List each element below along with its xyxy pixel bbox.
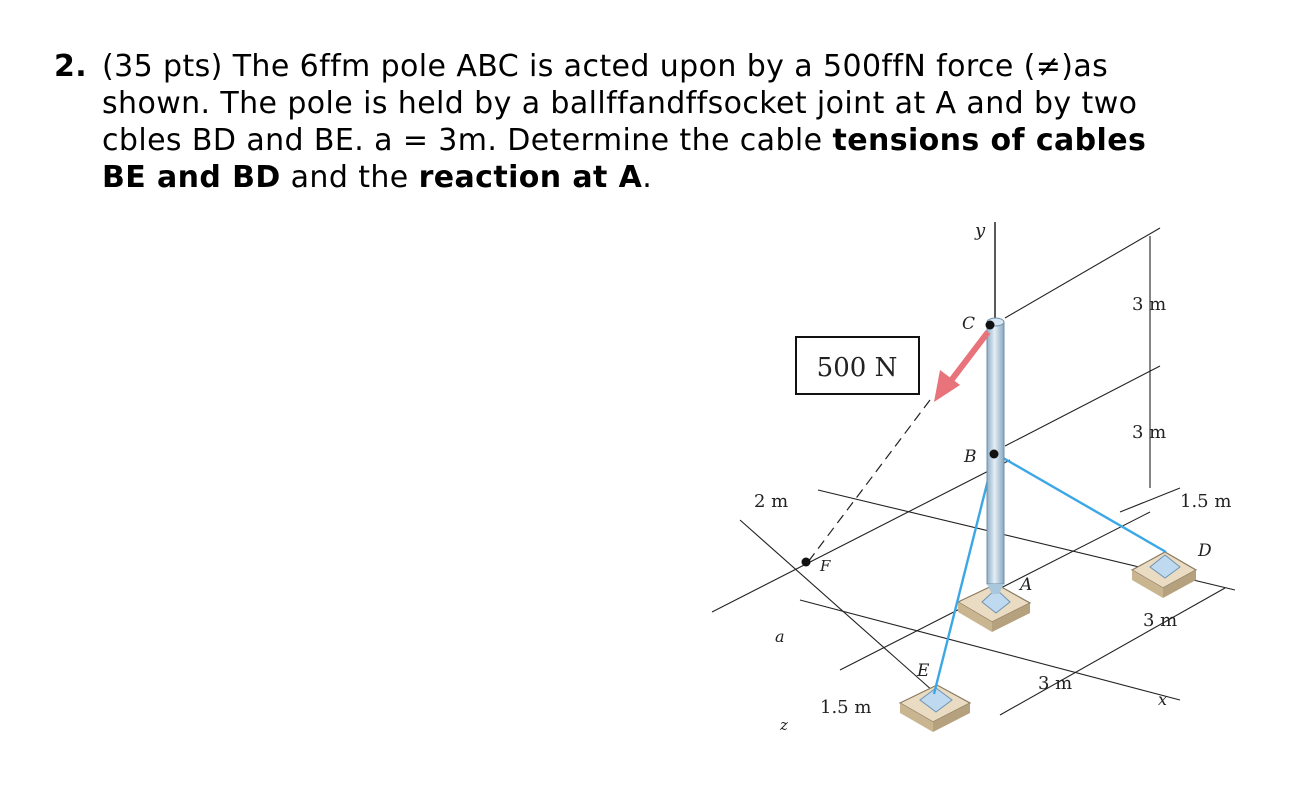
pole-socket xyxy=(987,584,1004,594)
problem-line-3-bold: tensions of cables xyxy=(832,123,1147,158)
force-line-of-action xyxy=(807,399,931,563)
force-arrow-shaft xyxy=(947,330,991,384)
label-a: A xyxy=(1018,575,1032,595)
problem-line-2: shown. The pole is held by a ballffandff… xyxy=(102,86,1138,121)
base-a xyxy=(956,583,1032,632)
problem-number: 2. xyxy=(54,49,88,84)
problem-line-1-end: )as xyxy=(1061,49,1109,84)
problem-statement: 2. (35 pts) The 6ffm pole ABC is acted u… xyxy=(54,48,1254,196)
point-f xyxy=(801,557,811,567)
problem-line-4-bold-2: reaction at A xyxy=(418,160,643,195)
problem-line-3: cbles BD and BE. a = 3m. Determine the c… xyxy=(102,123,833,158)
label-e: E xyxy=(916,661,930,681)
problem-line-1: (35 pts) The 6ffm pole ABC is acted upon… xyxy=(102,49,1036,84)
dim-e-a: 3 m xyxy=(1038,673,1072,694)
label-c: C xyxy=(962,314,975,334)
force-arrow-head xyxy=(934,370,960,402)
problem-line-4-mid: and the xyxy=(280,160,419,195)
point-c xyxy=(985,320,995,330)
dim-e-offset: 1.5 m xyxy=(820,697,871,718)
z-axis-label: z xyxy=(779,716,788,734)
y-axis-label: y xyxy=(974,220,986,241)
cable-bd xyxy=(997,453,1167,554)
force-label: 500 N xyxy=(817,353,898,383)
problem-line-4-end: . xyxy=(642,160,653,195)
force-label-box xyxy=(795,336,920,395)
label-b: B xyxy=(963,447,977,467)
dimension-lines xyxy=(1004,227,1181,513)
base-e xyxy=(898,684,972,732)
dim-f-width: 2 m xyxy=(754,491,788,512)
label-f: F xyxy=(819,557,831,575)
point-b xyxy=(989,449,999,459)
problem-text: (35 pts) The 6ffm pole ABC is acted upon… xyxy=(102,48,1254,196)
dim-a-d: 3 m xyxy=(1143,610,1177,631)
dim-b-ground: 3 m xyxy=(1132,422,1166,443)
cable-be xyxy=(932,455,996,695)
label-d: D xyxy=(1197,541,1212,561)
force-symbol: ≠ xyxy=(1035,49,1062,84)
dim-d-offset: 1.5 m xyxy=(1180,491,1231,512)
a-dimension-label: a xyxy=(775,627,785,646)
dim-c-b: 3 m xyxy=(1132,294,1166,315)
problem-line-4-bold-1: BE and BD xyxy=(102,160,281,195)
pole-figure: y x z a 3 m 3 m 1.5 m 3 m 3 m 1.5 m 2 m … xyxy=(711,220,1236,734)
x-axis-label: x xyxy=(1158,690,1167,709)
base-d xyxy=(1130,551,1198,598)
